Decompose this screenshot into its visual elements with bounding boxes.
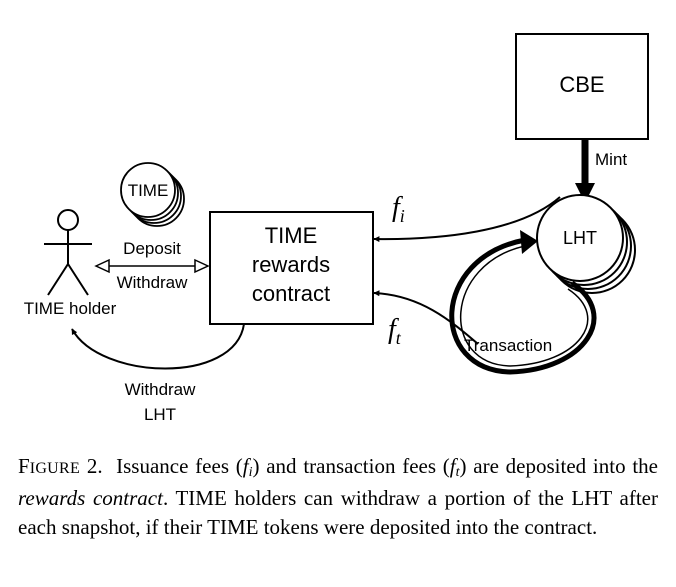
mint-arrow: [575, 139, 595, 203]
time-holder-figure: [44, 209, 92, 296]
caption-text-1: Issuance fees (: [116, 454, 243, 478]
caption-text-4: . TIME holders can withdraw a portion of…: [18, 485, 658, 540]
fee-flow-diagram: CBE Mint LHT Transaction fi ft TIME rewa…: [24, 33, 649, 424]
contract-label-line3: contract: [252, 281, 330, 306]
caption-text-2: ) and transaction fees (: [252, 454, 450, 478]
contract-label-line1: TIME: [265, 223, 318, 248]
caption-fi-symbol: fi: [242, 454, 253, 480]
withdraw-lht-label-line2: LHT: [144, 405, 176, 424]
time-coin-stack: [120, 162, 185, 227]
transaction-arrowhead: [520, 230, 538, 254]
transaction-label: Transaction: [464, 336, 552, 355]
deposit-label: Deposit: [123, 239, 181, 258]
lht-coin-stack: [536, 194, 636, 294]
caption-ft-symbol: ft: [449, 454, 460, 480]
contract-label-line2: rewards: [252, 252, 330, 277]
cbe-box: [515, 33, 649, 140]
deposit-withdraw-arrow: [94, 258, 210, 274]
withdraw-lht-arrow: [71, 323, 245, 370]
withdraw-lht-label-line1: Withdraw: [125, 380, 197, 399]
cbe-label: CBE: [559, 72, 604, 97]
issuance-fee-arrow: [373, 196, 561, 243]
transaction-loop-arrow: [449, 237, 597, 375]
transaction-fee-symbol: ft: [388, 314, 402, 348]
caption-emphasis: rewards contract: [18, 485, 163, 510]
time-holder-label: TIME holder: [24, 299, 117, 318]
mint-label: Mint: [595, 150, 627, 169]
figure-caption: FIGURE 2. Issuance fees (fi) and transac…: [18, 452, 658, 543]
rewards-contract-box: [209, 211, 374, 325]
caption-text-3: ) are deposited into the: [459, 454, 658, 478]
withdraw-label: Withdraw: [117, 273, 189, 292]
time-coin-label: TIME: [128, 181, 169, 200]
figure-label: FIGURE 2.: [18, 454, 103, 478]
lht-label: LHT: [563, 228, 597, 248]
transaction-fee-arrow: [373, 290, 479, 345]
issuance-fee-symbol: fi: [392, 192, 405, 226]
